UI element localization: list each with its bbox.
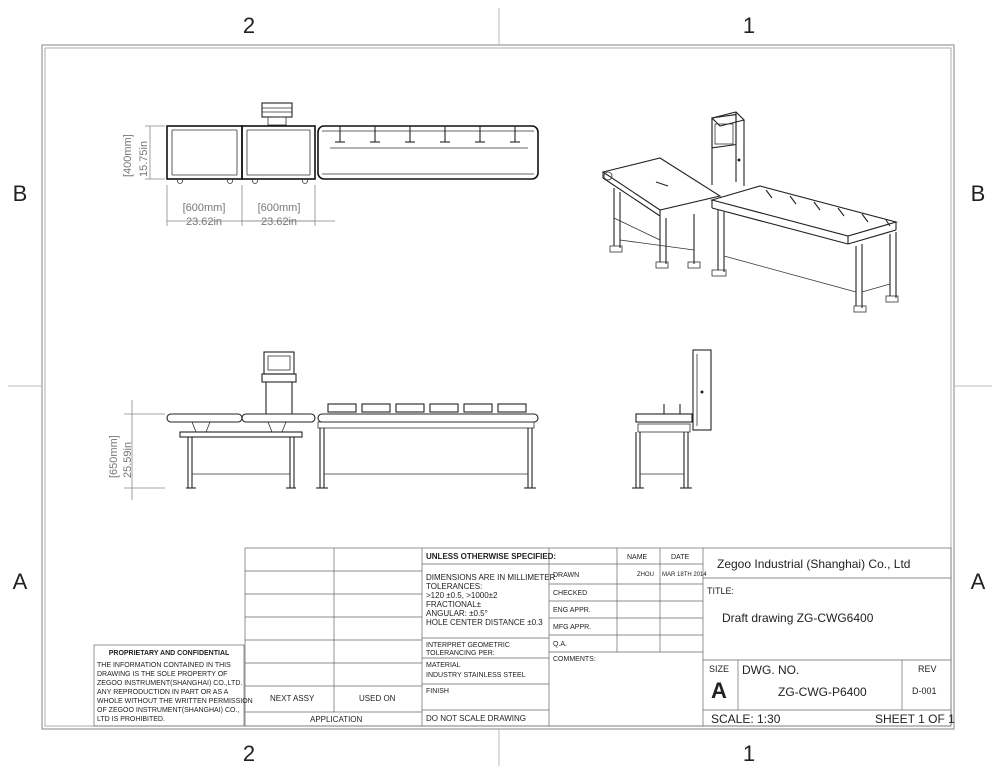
proprietary-line: WHOLE WITHOUT THE WRITTEN PERMISSION bbox=[97, 698, 253, 705]
zone-right-b: B bbox=[971, 181, 986, 206]
dim-front-height-in: 25.59in bbox=[122, 442, 134, 478]
drawn-name: ZHOU bbox=[637, 572, 654, 578]
drawn-date: MAR 18TH 2014 bbox=[662, 572, 707, 578]
tolerance-line: >120 ±0.5, >1000±2 bbox=[426, 591, 498, 600]
do-not-scale: DO NOT SCALE DRAWING bbox=[426, 714, 527, 723]
material-label: MATERIAL bbox=[426, 662, 461, 669]
proprietary-line: LTD IS PROHIBITED. bbox=[97, 716, 165, 723]
size-label: SIZE bbox=[709, 664, 730, 674]
name-header: NAME bbox=[627, 554, 648, 561]
interpret-line: TOLERANCING PER: bbox=[426, 650, 495, 657]
proprietary-line: OF ZEGOO INSTRUMENT(SHANGHAI) CO., bbox=[97, 707, 240, 714]
dwg-no-value: ZG-CWG-P6400 bbox=[778, 685, 867, 699]
checked-label: CHECKED bbox=[553, 590, 588, 597]
used-on-label: USED ON bbox=[359, 694, 396, 703]
outer-border bbox=[41, 44, 955, 730]
zone-top-2: 2 bbox=[243, 13, 255, 38]
rev-label: REV bbox=[918, 664, 937, 674]
qa-label: Q.A. bbox=[553, 641, 568, 648]
title-label: TITLE: bbox=[707, 586, 735, 596]
dim-width2-in: 23.62in bbox=[261, 216, 297, 228]
unless-specified: UNLESS OTHERWISE SPECIFIED: bbox=[426, 552, 557, 561]
interpret-line: INTERPRET GEOMETRIC bbox=[426, 642, 510, 649]
zone-top-1: 1 bbox=[743, 13, 755, 38]
front-view bbox=[124, 351, 539, 500]
proprietary-line: DRAWING IS THE SOLE PROPERTY OF bbox=[97, 671, 228, 678]
top-view bbox=[145, 102, 539, 226]
proprietary-line: ZEGOO INSTRUMENT(SHANGHAI) CO.,LTD. bbox=[97, 680, 243, 687]
company-name: Zegoo Industrial (Shanghai) Co., Ltd bbox=[717, 557, 911, 571]
proprietary-heading: PROPRIETARY AND CONFIDENTIAL bbox=[108, 650, 230, 657]
date-header: DATE bbox=[671, 554, 690, 561]
tolerance-line: ANGULAR: ±0.5° bbox=[426, 609, 488, 618]
scale-label: SCALE: 1:30 bbox=[711, 712, 781, 726]
drawing-title: Draft drawing ZG-CWG6400 bbox=[722, 611, 874, 625]
dim-front-height-mm: [650mm] bbox=[108, 435, 120, 478]
next-assy-label: NEXT ASSY bbox=[270, 694, 315, 703]
mfg-appr-label: MFG APPR. bbox=[553, 624, 592, 631]
zone-right-a: A bbox=[971, 569, 986, 594]
tolerance-line: FRACTIONAL± bbox=[426, 600, 482, 609]
material-value: INDUSTRY STAINLESS STEEL bbox=[426, 672, 526, 679]
dim-height-in: 15.75in bbox=[138, 141, 150, 177]
dwg-no-label: DWG. NO. bbox=[742, 663, 800, 677]
title-block-grid bbox=[244, 547, 952, 727]
tolerance-line: HOLE CENTER DISTANCE ±0.3 bbox=[426, 618, 543, 627]
size-value: A bbox=[711, 678, 727, 703]
tolerance-line: TOLERANCES: bbox=[426, 582, 483, 591]
dim-width1-in: 23.62in bbox=[186, 216, 222, 228]
dim-width1-mm: [600mm] bbox=[183, 202, 226, 214]
proprietary-line: THE INFORMATION CONTAINED IN THIS bbox=[97, 662, 231, 669]
finish-label: FINISH bbox=[426, 688, 449, 695]
rev-value: D-001 bbox=[912, 686, 937, 696]
zone-left-a: A bbox=[13, 569, 28, 594]
proprietary-line: ANY REPRODUCTION IN PART OR AS A bbox=[97, 689, 229, 696]
eng-appr-label: ENG APPR. bbox=[553, 607, 591, 614]
drawn-label: DRAWN bbox=[553, 572, 580, 579]
side-view bbox=[632, 349, 712, 489]
proprietary-box bbox=[93, 644, 245, 727]
isometric-view bbox=[601, 111, 899, 313]
zone-bottom-1: 1 bbox=[743, 741, 755, 766]
sheet-label: SHEET 1 OF 1 bbox=[875, 712, 955, 726]
application-label: APPLICATION bbox=[310, 715, 363, 724]
zone-left-b: B bbox=[13, 181, 28, 206]
dim-height-mm: [400mm] bbox=[122, 134, 134, 177]
zone-bottom-2: 2 bbox=[243, 741, 255, 766]
dim-width2-mm: [600mm] bbox=[258, 202, 301, 214]
tolerance-line: DIMENSIONS ARE IN MILLIMETER bbox=[426, 573, 556, 582]
comments-label: COMMENTS: bbox=[553, 656, 596, 663]
